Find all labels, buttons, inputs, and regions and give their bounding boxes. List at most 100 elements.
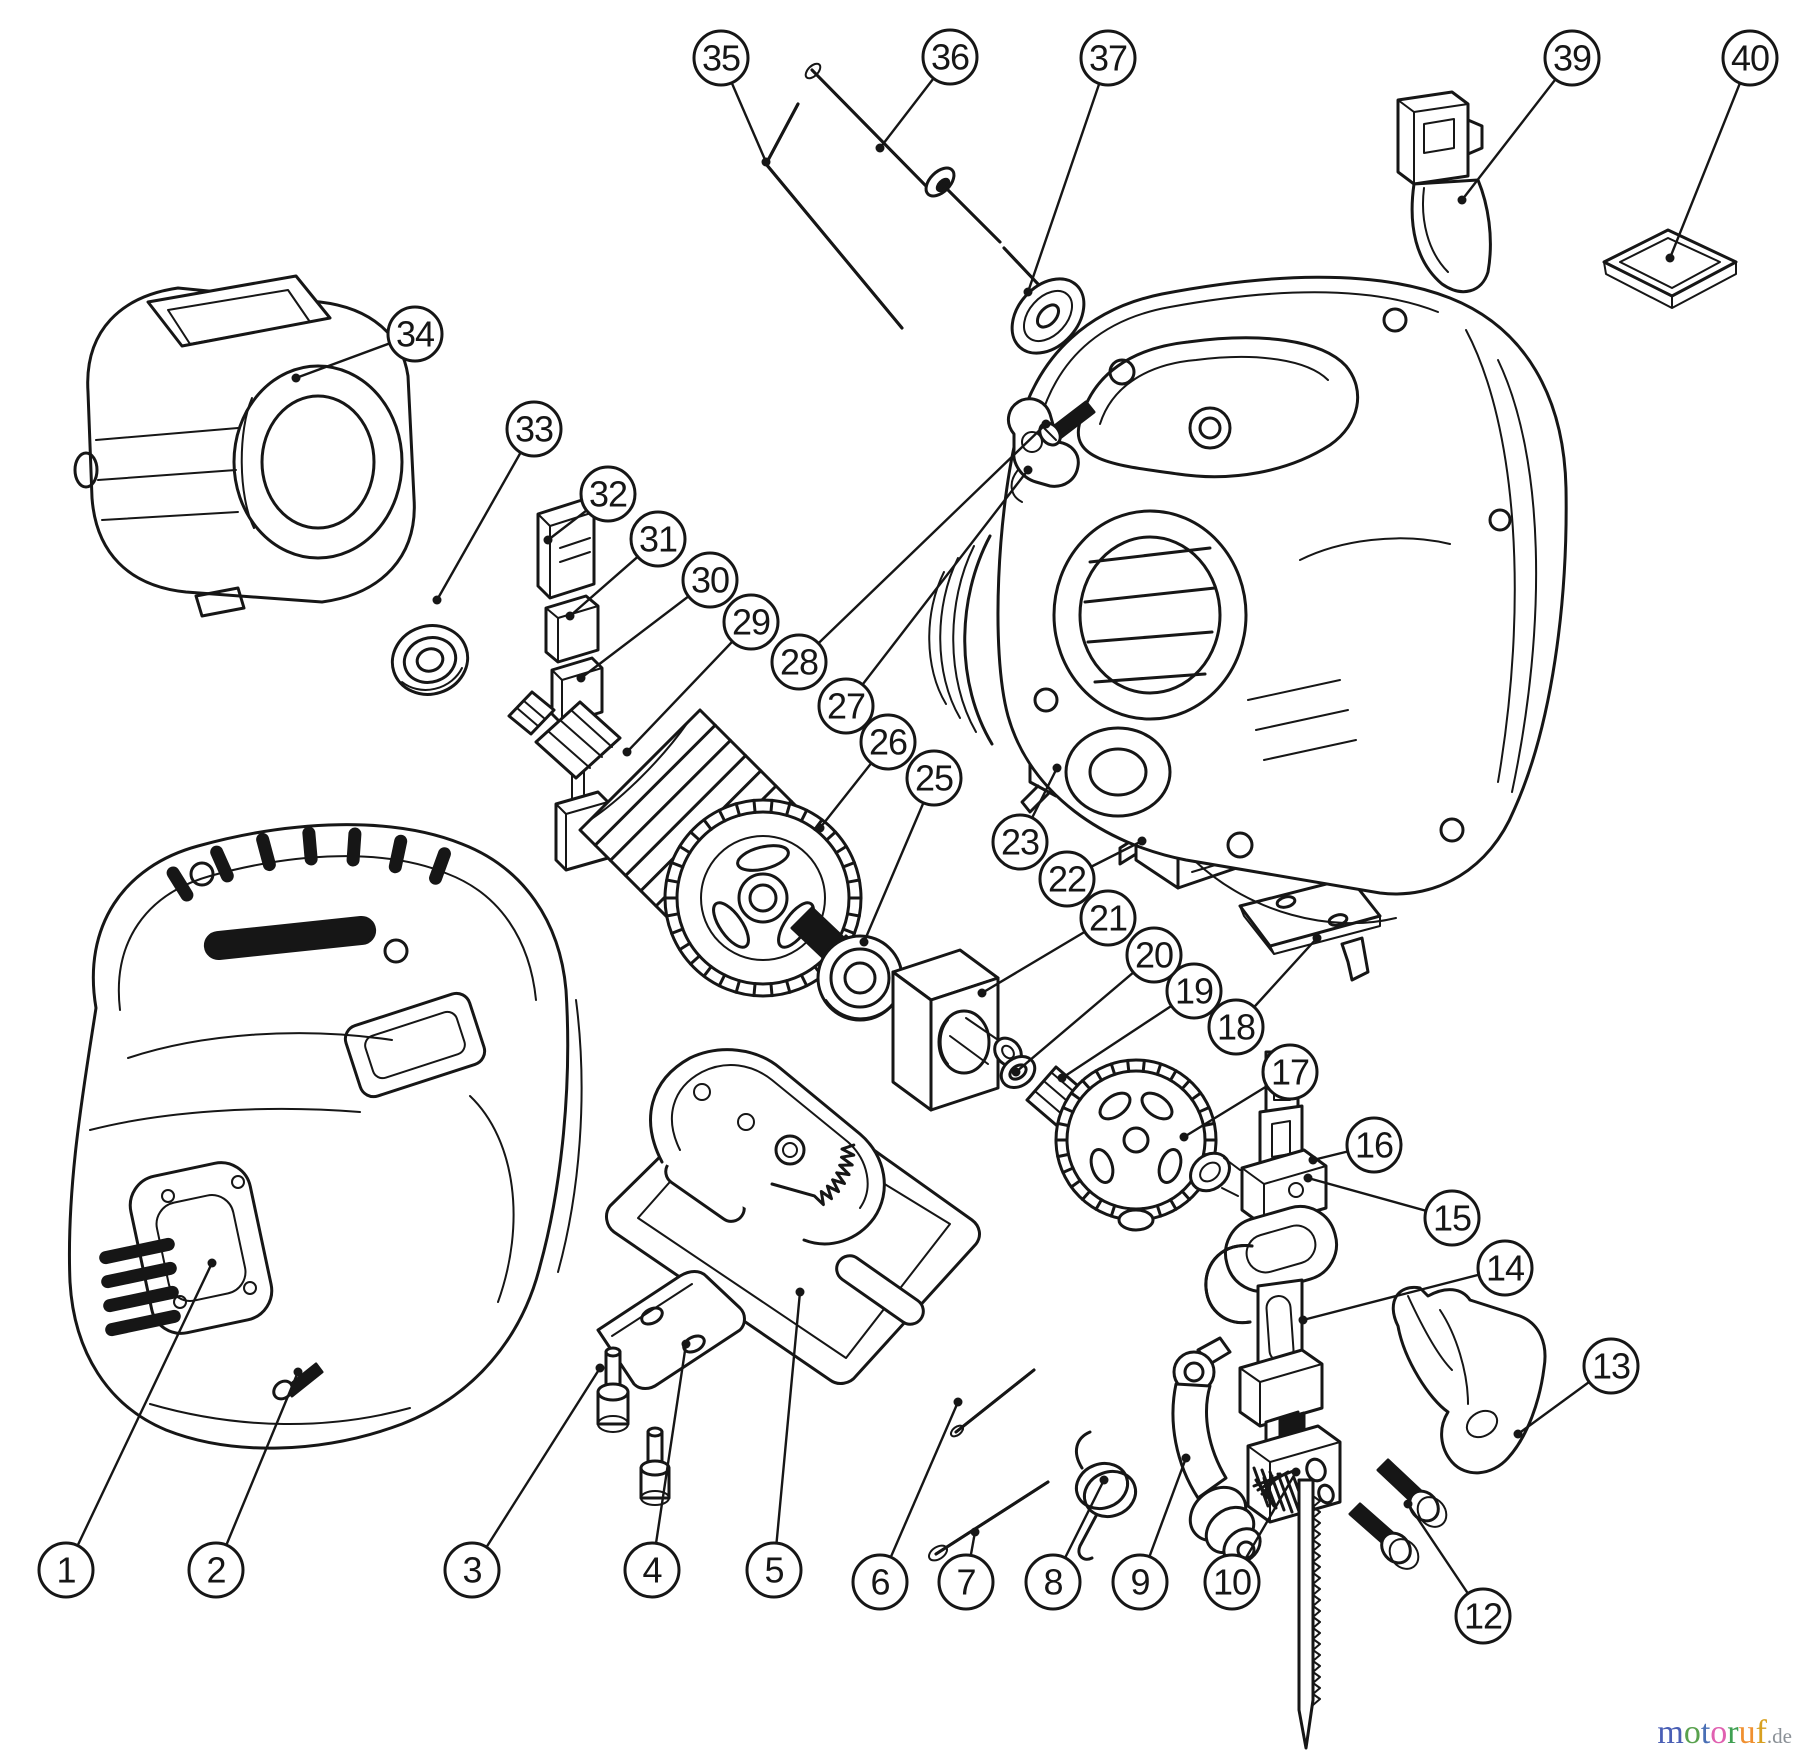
- balloon-19: [1165, 962, 1223, 1020]
- balloon-number-23: 23: [1001, 822, 1039, 863]
- balloon-9: [1111, 1553, 1169, 1611]
- leader-dot-32: [543, 535, 553, 545]
- leader-dot-13: [1513, 1429, 1523, 1439]
- leader-dot-23: [1052, 763, 1062, 773]
- part-guide-bracket-13: [1391, 1285, 1547, 1475]
- part-brush-holder-stack: [536, 498, 610, 872]
- leader-dot-19: [1057, 1073, 1067, 1083]
- leader-dot-10: [1291, 1467, 1301, 1477]
- balloon-3: [443, 1541, 501, 1599]
- leader-line-20: [1015, 954, 1155, 1073]
- leader-dot-31: [565, 611, 575, 621]
- leader-dot-25: [859, 937, 869, 947]
- balloon-13: [1582, 1337, 1640, 1395]
- balloon-number-28: 28: [780, 642, 818, 683]
- leader-dot-16: [1308, 1155, 1318, 1165]
- part-gear-17: [1054, 1058, 1241, 1232]
- leader-line-25: [862, 777, 936, 943]
- part-trigger-39: [1396, 90, 1492, 294]
- leader-dot-17: [1179, 1132, 1189, 1142]
- logo-letter: f: [1755, 1714, 1767, 1751]
- balloon-number-30: 30: [691, 560, 729, 601]
- part-hex-key-35: [764, 102, 904, 330]
- balloon-32: [579, 465, 637, 523]
- balloon-number-29: 29: [732, 602, 770, 643]
- leader-dot-21: [977, 988, 987, 998]
- leader-dot-26: [815, 823, 825, 833]
- balloon-28: [770, 633, 828, 691]
- balloon-number-12: 12: [1464, 1596, 1502, 1637]
- balloon-31: [629, 510, 687, 568]
- balloon-12: [1454, 1587, 1512, 1645]
- leader-line-3: [470, 1367, 602, 1571]
- balloon-number-7: 7: [956, 1562, 975, 1603]
- leader-dot-7: [970, 1527, 980, 1537]
- leader-line-29: [626, 621, 752, 753]
- leader-dot-37: [1023, 287, 1033, 297]
- leader-dot-5: [795, 1287, 805, 1297]
- balloon-number-4: 4: [642, 1550, 661, 1591]
- balloon-number-20: 20: [1135, 935, 1173, 976]
- balloon-number-15: 15: [1433, 1198, 1471, 1239]
- leader-line-2: [214, 1371, 300, 1571]
- leader-line-14: [1302, 1266, 1506, 1322]
- balloon-5: [745, 1541, 803, 1599]
- part-housing-left: [67, 823, 583, 1450]
- logo-letter: o: [1710, 1714, 1728, 1751]
- balloon-37: [1079, 29, 1137, 87]
- part-pin-7: [927, 1480, 1050, 1562]
- balloon-number-35: 35: [702, 38, 740, 79]
- balloon-6: [851, 1553, 909, 1611]
- leader-dot-18: [1312, 933, 1322, 943]
- balloon-29: [722, 593, 780, 651]
- part-plunger-assembly: [1204, 1050, 1339, 1460]
- balloon-34: [386, 305, 444, 363]
- balloon-number-2: 2: [206, 1550, 225, 1591]
- balloon-number-5: 5: [764, 1550, 783, 1591]
- balloon-16: [1345, 1116, 1403, 1174]
- leader-lines: [64, 56, 1752, 1617]
- part-wedge-40: [1602, 228, 1738, 309]
- leader-dot-28: [1041, 419, 1051, 429]
- leader-line-4: [650, 1343, 688, 1571]
- balloon-number-27: 27: [827, 686, 865, 727]
- leader-dot-33: [432, 595, 442, 605]
- part-screw-28: [1038, 400, 1096, 447]
- leader-dot-35: [761, 157, 771, 167]
- part-support-plate-18: [1238, 876, 1382, 982]
- part-stator-field: [73, 274, 416, 618]
- leader-line-39: [1461, 57, 1573, 201]
- balloon-39: [1543, 29, 1601, 87]
- leader-dot-2: [293, 1367, 303, 1377]
- leader-dot-34: [291, 373, 301, 383]
- leader-line-37: [1026, 57, 1110, 293]
- balloon-number-36: 36: [931, 37, 969, 78]
- balloon-number-25: 25: [915, 758, 953, 799]
- balloon-number-31: 31: [639, 519, 677, 560]
- balloon-number-6: 6: [870, 1562, 889, 1603]
- balloon-number-19: 19: [1175, 971, 1213, 1012]
- leader-dot-9: [1181, 1453, 1191, 1463]
- balloon-number-34: 34: [396, 314, 434, 355]
- leader-dot-39: [1457, 195, 1467, 205]
- logo-letter: o: [1683, 1714, 1701, 1751]
- logo-letter: t: [1700, 1714, 1711, 1751]
- balloon-number-8: 8: [1043, 1562, 1062, 1603]
- leader-dot-14: [1298, 1315, 1308, 1325]
- leader-dot-8: [1099, 1475, 1109, 1485]
- balloon-21: [1079, 889, 1137, 947]
- motoruf-logo-link[interactable]: motoruf.de: [1657, 1716, 1792, 1753]
- leader-dot-22: [1137, 836, 1147, 846]
- balloon-2: [187, 1541, 245, 1599]
- balloon-number-40: 40: [1731, 38, 1769, 79]
- part-screws-3: [596, 1346, 671, 1506]
- balloon-number-10: 10: [1213, 1562, 1251, 1603]
- balloon-23: [991, 813, 1049, 871]
- leader-dot-20: [1011, 1067, 1021, 1077]
- leader-dot-27: [1023, 465, 1033, 475]
- balloon-17: [1261, 1043, 1319, 1101]
- leader-dot-29: [622, 747, 632, 757]
- balloon-number-9: 9: [1130, 1562, 1149, 1603]
- leader-dot-12: [1403, 1499, 1413, 1509]
